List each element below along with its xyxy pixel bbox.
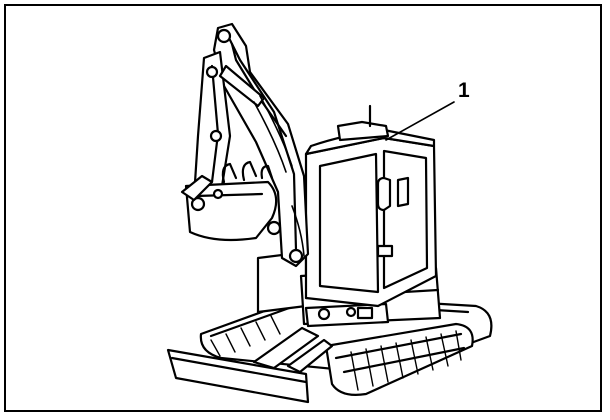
callout-number: 1 — [458, 79, 470, 102]
callout-leader-line — [385, 101, 455, 141]
front-track — [324, 322, 474, 396]
bucket — [180, 160, 278, 242]
hydraulic-lines — [253, 95, 305, 257]
cab — [304, 104, 438, 308]
rear-track-tread — [210, 315, 281, 357]
mini-excavator-illustration — [166, 22, 493, 404]
figure-frame: 1 — [4, 4, 602, 412]
dozer-blade — [166, 326, 334, 404]
